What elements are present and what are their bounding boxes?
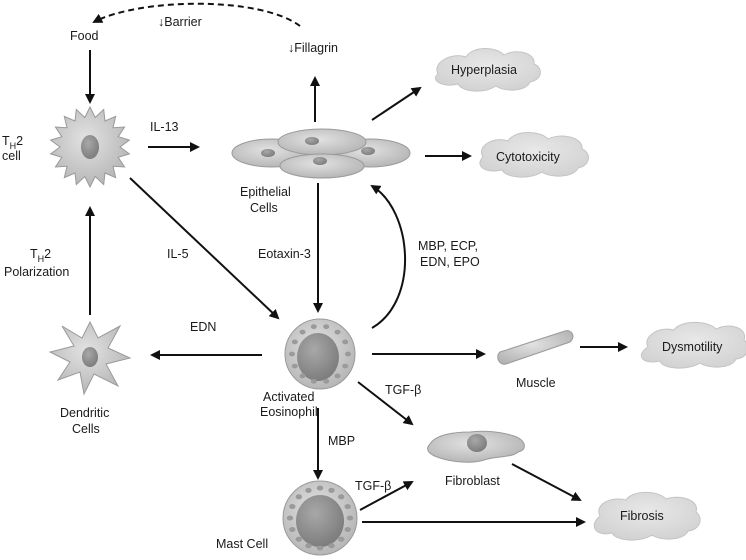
fibroblast-icon [427,430,525,463]
tgf-to-fibroblast-arrow [357,381,414,426]
fillagrin-label: ↓Fillagrin [288,41,338,55]
th2-polarization-label-line2: Polarization [4,265,69,279]
epithelial-label-line2: Cells [250,201,278,215]
granule [344,526,351,533]
granule [334,373,341,379]
granule [289,351,295,357]
granule [334,329,341,335]
granule-proteins-arrow [370,184,406,329]
granule [305,487,312,493]
eosinophil-label-line2: Eosinophil [260,405,318,419]
granule [316,485,324,491]
muscle-icon [497,330,574,365]
granule [342,339,349,345]
granule [291,363,298,369]
fibrosis-label: Fibrosis [620,509,664,523]
il5-arrow [129,177,280,320]
granule [289,526,296,533]
granule [323,324,330,330]
il13-label: IL-13 [150,120,179,134]
dendritic-cell-icon [48,320,132,396]
th2-cell-label-line2: cell [2,149,21,163]
cytotoxicity-cloud: Cytotoxicity [479,132,589,178]
fibrosis-cloud: Fibrosis [593,491,701,541]
granule [346,515,354,521]
granule [323,378,330,384]
fibroblast-to-fibrosis-arrow [511,463,582,501]
barrier-dashed-arrow [92,2,301,27]
eotaxin-label: Eotaxin-3 [258,247,311,261]
granule [295,536,302,542]
granule [286,515,294,521]
granule [345,351,351,357]
th2-polarization-label: TH2 [30,247,51,264]
dendritic-label-line1: Dendritic [60,406,109,420]
hyperplasia-label: Hyperplasia [451,63,517,77]
cytotoxicity-label: Cytotoxicity [496,150,561,164]
dysmotility-label: Dysmotility [662,340,723,354]
eosinophil-label-line1: Activated [263,390,314,404]
food-label: Food [70,29,99,43]
edn-label: EDN [190,320,216,334]
mbp-label: MBP [328,434,355,448]
granule [344,503,351,510]
to-hyperplasia-arrow [371,86,422,121]
barrier-label: ↓Barrier [158,15,202,29]
mast-tgf-to-fibroblast-arrow [359,481,414,511]
granule [289,503,296,510]
granule [310,378,317,384]
granule [316,545,324,551]
dysmotility-cloud: Dysmotility [640,321,746,369]
dendritic-label-line2: Cells [72,422,100,436]
hyperplasia-cloud: Hyperplasia [435,48,541,92]
il5-label: IL-5 [167,247,189,261]
epithelial-label-line1: Epithelial [240,185,291,199]
mast-cell-label: Mast Cell [216,537,268,551]
granule [305,543,312,549]
granule [291,339,298,345]
granule [299,329,306,335]
granule [310,324,317,330]
th2-cell-icon [49,105,131,189]
granule [338,536,345,542]
granule [338,494,345,500]
fibroblast-label: Fibroblast [445,474,500,488]
granule-proteins-line1: MBP, ECP, [418,239,478,253]
granule [299,373,306,379]
granule [328,487,335,493]
granule [342,363,349,369]
tgf-beta-label-2: TGF-β [355,479,391,493]
eosinophil-icon [284,318,356,390]
mast-cell-icon [282,480,358,556]
granule-proteins-line2: EDN, EPO [420,255,480,269]
tgf-beta-label-1: TGF-β [385,383,421,397]
muscle-label: Muscle [516,376,556,390]
th2-cell-label: TH2 [2,134,23,151]
granule [328,543,335,549]
epithelial-cells-icon [231,128,411,179]
granule [295,494,302,500]
